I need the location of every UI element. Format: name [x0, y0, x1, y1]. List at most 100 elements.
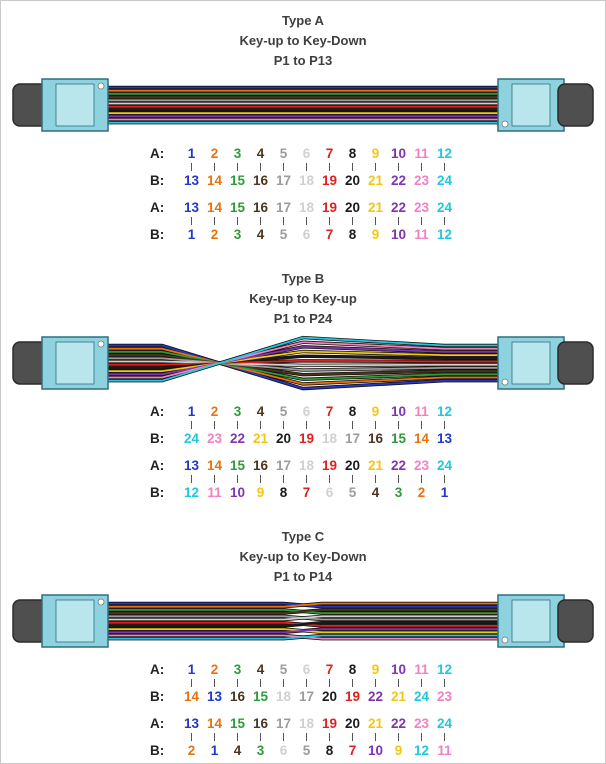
right-pin-dot — [501, 120, 509, 128]
mapping-tick — [305, 421, 308, 429]
right-boot — [557, 83, 594, 127]
fiber-number: 20 — [344, 200, 361, 215]
cable-svg — [12, 335, 594, 391]
fiber-line — [108, 602, 498, 608]
section-subtitle: Key-up to Key-Down — [239, 549, 367, 564]
tick-cell — [387, 733, 410, 741]
mapping-tick — [213, 217, 216, 225]
fiber-number: 22 — [390, 716, 407, 731]
fiber-number: 15 — [390, 431, 407, 446]
mapping-tick — [213, 421, 216, 429]
fiber-number: 13 — [183, 200, 200, 215]
fiber-number: 13 — [206, 689, 223, 704]
mapping-tick-row — [150, 474, 456, 484]
tick-cell — [433, 733, 456, 741]
mapping-tick — [305, 217, 308, 225]
mapping-tick — [236, 733, 239, 741]
mapping-tick — [236, 421, 239, 429]
mapping-tick — [282, 163, 285, 171]
mapping-tick — [443, 217, 446, 225]
tick-cell — [364, 421, 387, 429]
fiber-number: 4 — [371, 485, 380, 500]
mapping-tick — [374, 421, 377, 429]
fiber-number: 3 — [233, 146, 242, 161]
mapping-tick — [190, 421, 193, 429]
fiber-number: 19 — [344, 689, 361, 704]
fiber-number: 9 — [371, 227, 380, 242]
tick-cell — [249, 679, 272, 687]
fiber-ribbon — [108, 336, 498, 390]
fiber-number: 10 — [390, 662, 407, 677]
fiber-ribbon — [108, 602, 498, 640]
fiber-number: 17 — [275, 458, 292, 473]
mapping-tick — [190, 217, 193, 225]
right-boot — [557, 341, 594, 385]
fiber-number: 18 — [321, 431, 338, 446]
right-inner-panel — [511, 83, 551, 127]
tick-cell — [249, 421, 272, 429]
section-range: P1 to P13 — [273, 53, 333, 68]
fiber-number: 13 — [183, 716, 200, 731]
cable-svg — [12, 594, 594, 648]
fiber-number: 9 — [371, 146, 380, 161]
fiber-number: 7 — [325, 404, 334, 419]
fiber-number: 14 — [183, 689, 200, 704]
fiber-number: 19 — [321, 200, 338, 215]
mapping-tick — [213, 475, 216, 483]
tick-cell — [249, 475, 272, 483]
mapping-tick — [351, 475, 354, 483]
fiber-number: 6 — [325, 485, 334, 500]
row-b-label: B: — [150, 173, 165, 188]
tick-cell — [318, 163, 341, 171]
tick-cell — [180, 475, 203, 483]
mapping-tick — [443, 733, 446, 741]
tick-cell — [203, 733, 226, 741]
tick-cell — [341, 421, 364, 429]
tick-cell — [226, 217, 249, 225]
mapping-tick — [305, 163, 308, 171]
tick-cell — [226, 421, 249, 429]
fiber-number: 6 — [279, 743, 288, 758]
row-b-label: B: — [150, 743, 165, 758]
fiber-number: 17 — [275, 716, 292, 731]
fiber-number: 18 — [298, 458, 315, 473]
fiber-number: 1 — [187, 662, 196, 677]
fiber-number: 17 — [298, 689, 315, 704]
mapping-tick — [259, 475, 262, 483]
left-inner-panel — [55, 599, 95, 643]
tick-cell — [364, 217, 387, 225]
fiber-number: 8 — [348, 404, 357, 419]
mapping-tick — [190, 679, 193, 687]
mapping-tick — [305, 733, 308, 741]
mapping-tick — [236, 217, 239, 225]
fiber-number: 14 — [206, 200, 223, 215]
mapping-tick — [374, 163, 377, 171]
fiber-number: 8 — [325, 743, 334, 758]
fiber-number: 2 — [210, 662, 219, 677]
fiber-number: 10 — [390, 404, 407, 419]
fiber-line — [108, 615, 498, 621]
fiber-number: 7 — [348, 743, 357, 758]
mapping-tick — [282, 217, 285, 225]
tick-cell — [341, 217, 364, 225]
fiber-number: 11 — [437, 743, 452, 758]
fiber-number: 12 — [436, 146, 453, 161]
fiber-number: 20 — [344, 716, 361, 731]
right-pin-dot — [501, 378, 509, 386]
tick-cell — [318, 733, 341, 741]
fiber-number: 21 — [367, 458, 384, 473]
mapping-tick — [328, 421, 331, 429]
fiber-line — [108, 621, 498, 627]
mapping-tick — [236, 475, 239, 483]
fiber-number: 13 — [183, 458, 200, 473]
fiber-number: 16 — [252, 716, 269, 731]
row-a-label: A: — [150, 458, 165, 473]
mapping-tick — [420, 475, 423, 483]
left-pin-dot — [97, 82, 105, 90]
